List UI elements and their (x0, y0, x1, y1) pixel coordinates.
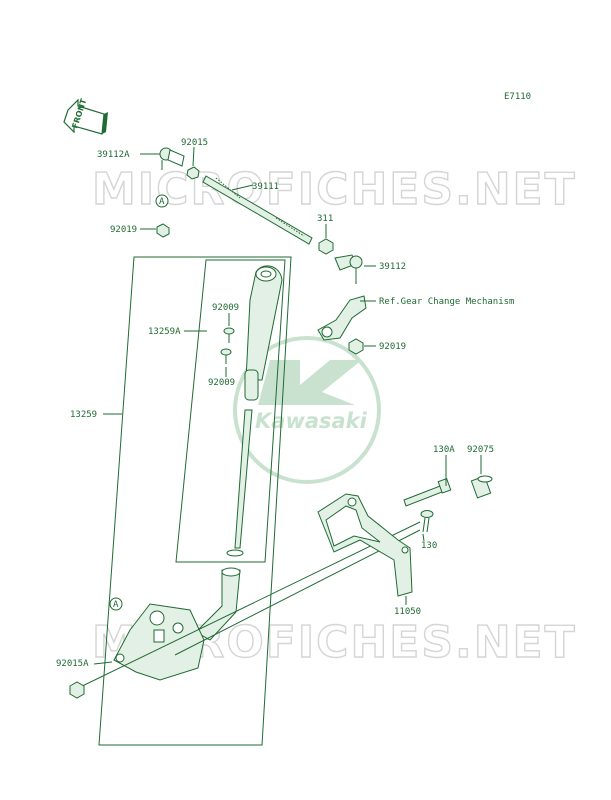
callout-39112: 39112 (379, 262, 406, 272)
callout-92015: 92015 (181, 138, 208, 148)
marker-a-bottom: A (113, 600, 119, 610)
nut-92019-mid (348, 338, 364, 355)
tie-rod-end-39112A (159, 147, 185, 170)
callout-130A: 130A (433, 445, 455, 455)
marker-a-top-circle (155, 194, 169, 208)
lever-sleeve (244, 369, 259, 401)
lever-lower-arm (195, 567, 241, 641)
callout-13259: 13259 (70, 410, 97, 420)
callout-130: 130 (421, 541, 437, 551)
callout-92009-a: 92009 (212, 303, 239, 313)
callout-92019-top: 92019 (110, 225, 137, 235)
callout-311: 311 (317, 214, 333, 224)
cross-shaft-line (69, 521, 421, 693)
callout-39111: 39111 (252, 182, 279, 192)
gear-change-arm (317, 295, 367, 341)
assembly-outline-13259A (175, 259, 286, 563)
bolt-130A (403, 478, 452, 507)
lever-shaft (234, 409, 253, 549)
bracket-11050 (317, 493, 413, 597)
watermark-top: MICROFICHES.NET (92, 164, 577, 215)
tie-rod-end-39112 (334, 254, 363, 284)
o-ring (226, 549, 244, 557)
screw-92009-b (220, 348, 232, 364)
logo-text: Kawasaki (255, 409, 368, 433)
assembly-outline-13259 (98, 256, 292, 746)
nut-311 (318, 238, 334, 255)
nut-92015 (186, 166, 200, 180)
callout-92015A: 92015A (56, 659, 89, 669)
diagram-code: E7110 (504, 92, 531, 102)
marker-a-top: A (159, 197, 165, 207)
bolt-130 (420, 510, 434, 533)
rod-39111 (202, 175, 313, 245)
callout-92075: 92075 (467, 445, 494, 455)
callout-92009-b: 92009 (208, 378, 235, 388)
nut-92019-top (156, 223, 170, 238)
logo-k-mark (258, 360, 362, 405)
collar-92075 (470, 475, 493, 499)
pivot-housing (113, 603, 205, 681)
marker-a-bottom-circle (109, 597, 123, 611)
logo-ring (233, 336, 381, 484)
callout-11050: 11050 (394, 607, 421, 617)
front-arrow-icon: FRONT (63, 97, 108, 135)
ref-gear-change-note: Ref.Gear Change Mechanism (379, 297, 514, 307)
screw-92009-a (223, 327, 235, 343)
callout-92019-mid: 92019 (379, 342, 406, 352)
leader-lines (93, 146, 482, 665)
callout-13259A: 13259A (148, 327, 181, 337)
callout-39112A: 39112A (97, 150, 130, 160)
lever-rubber-grip (245, 265, 283, 381)
nut-92015A (69, 681, 85, 699)
